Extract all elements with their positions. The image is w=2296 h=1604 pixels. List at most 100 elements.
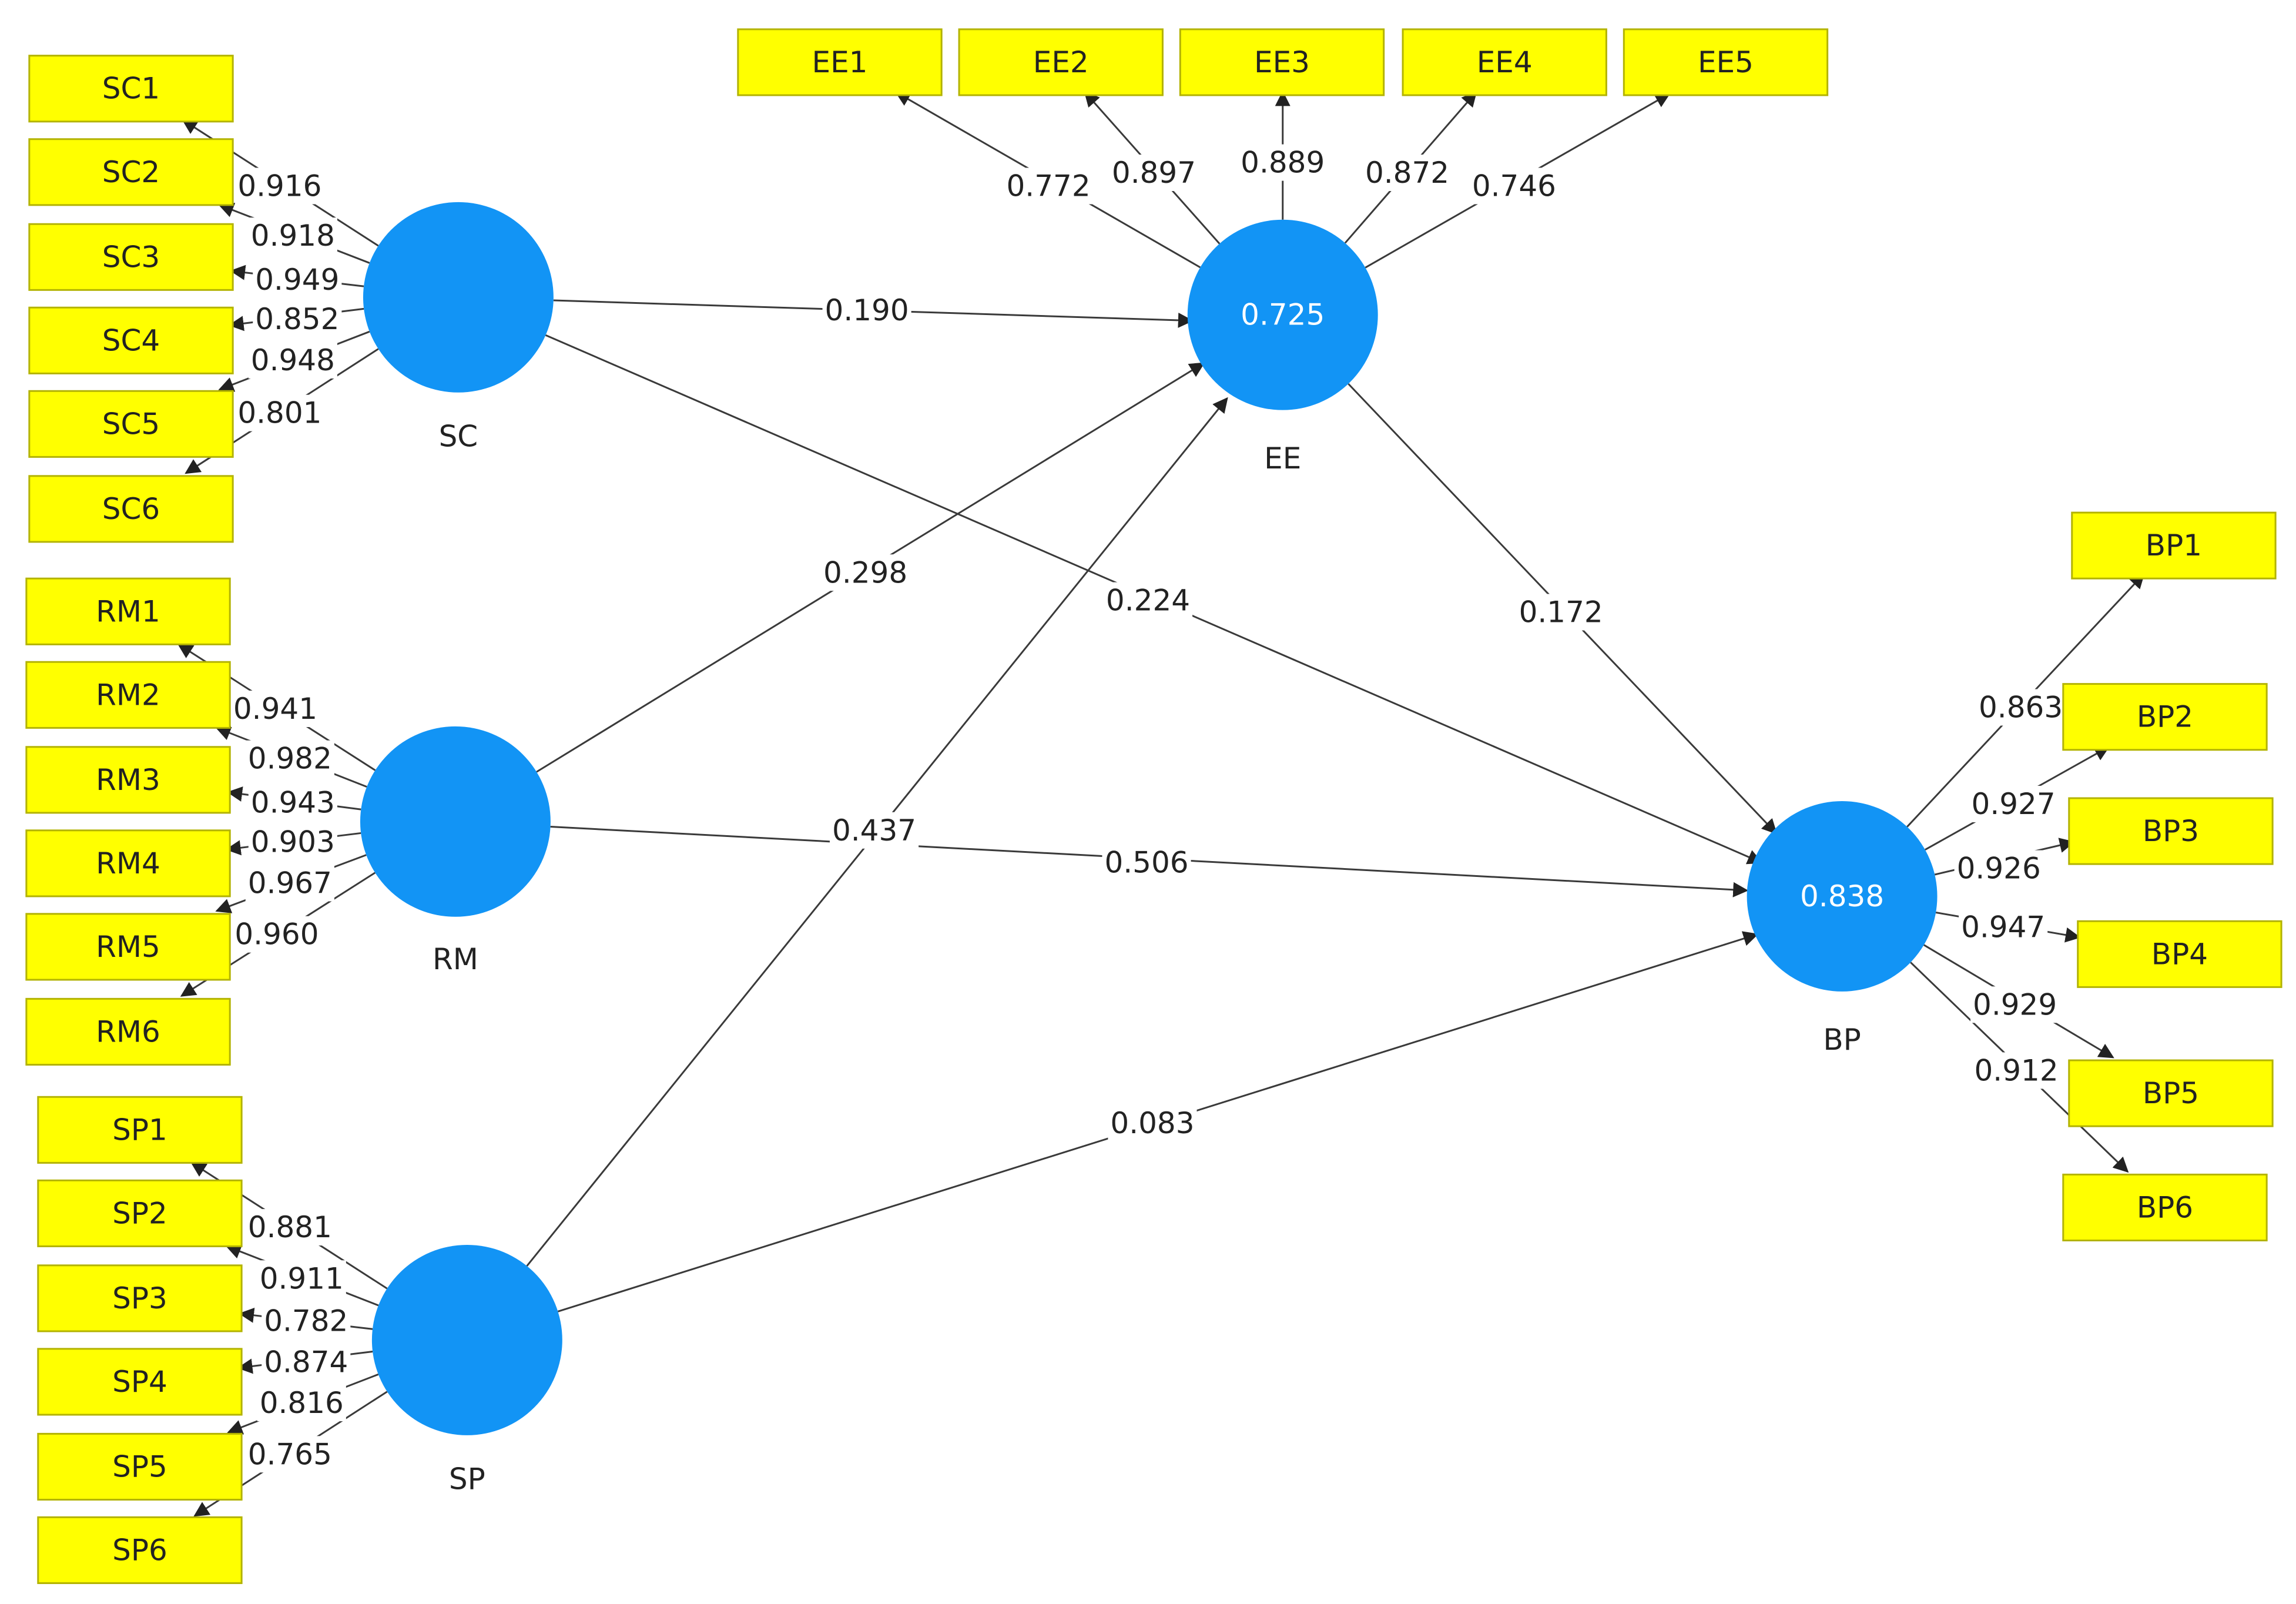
indicator-label: EE1 (812, 45, 867, 79)
indicator-label: EE2 (1033, 45, 1089, 79)
indicator-label: BP1 (2146, 528, 2202, 562)
indicator-label: SP4 (112, 1365, 167, 1399)
indicator-box (1402, 28, 1607, 96)
loading-label-ee3-background (1238, 144, 1328, 181)
indicator-sc6[interactable]: SC6 (28, 475, 234, 543)
indicator-box (28, 390, 234, 458)
indicator-box (28, 138, 234, 206)
loading-label-sp2-text: 0.911 (260, 1261, 344, 1295)
indicator-sp6[interactable]: SP6 (37, 1516, 243, 1585)
indicator-box (25, 577, 231, 645)
indicator-bp5[interactable]: BP5 (2068, 1059, 2274, 1127)
indicator-box (2062, 1173, 2268, 1241)
indicator-sp5[interactable]: SP5 (37, 1432, 243, 1501)
latent-rm[interactable]: RM (360, 726, 551, 976)
loading-label-ee3: 0.889 (1238, 144, 1328, 181)
indicator-rm5[interactable]: RM5 (25, 913, 231, 981)
loading-label-sc5: 0.948 (248, 341, 337, 379)
indicator-sp4[interactable]: SP4 (37, 1348, 243, 1416)
loading-label-bp3-text: 0.926 (1957, 852, 2041, 886)
latent-sc[interactable]: SC (363, 202, 554, 454)
loading-label-rm1-background (230, 690, 320, 727)
loading-label-bp5-text: 0.929 (1973, 987, 2057, 1022)
indicator-label: SP6 (112, 1533, 167, 1567)
indicator-label: SC4 (102, 323, 160, 357)
indicator-sc5[interactable]: SC5 (28, 390, 234, 458)
indicator-label: BP3 (2143, 814, 2199, 848)
indicator-box (37, 1432, 243, 1501)
indicator-bp4[interactable]: BP4 (2077, 920, 2282, 988)
indicator-label: EE4 (1477, 45, 1533, 79)
indicator-sc3[interactable]: SC3 (28, 223, 234, 291)
indicator-box (1623, 28, 1829, 96)
indicator-ee5[interactable]: EE5 (1623, 28, 1829, 96)
indicator-box (37, 1179, 243, 1247)
path-label-sp-bp-background (1108, 1105, 1197, 1142)
loading-label-sc2-text: 0.918 (251, 219, 335, 253)
loading-label-sc4-text: 0.852 (255, 302, 339, 336)
indicator-label: SC6 (102, 492, 160, 526)
loading-label-sp6-background (245, 1436, 334, 1473)
loading-label-bp3: 0.926 (1954, 850, 2043, 887)
indicator-ee3[interactable]: EE3 (1179, 28, 1385, 96)
indicator-sp1[interactable]: SP1 (37, 1096, 243, 1164)
indicator-sp3[interactable]: SP3 (37, 1264, 243, 1332)
indicator-box (28, 55, 234, 123)
indicator-ee1[interactable]: EE1 (737, 28, 943, 96)
indicator-sc4[interactable]: SC4 (28, 306, 234, 374)
indicator-sc1[interactable]: SC1 (28, 55, 234, 123)
indicator-bp3[interactable]: BP3 (2068, 797, 2274, 865)
loading-label-sp5-text: 0.816 (260, 1386, 344, 1420)
latent-label: SP (449, 1462, 485, 1496)
indicator-ee4[interactable]: EE4 (1402, 28, 1607, 96)
loading-label-bp4-background (1959, 909, 2048, 946)
loading-label-sc1-text: 0.916 (237, 169, 321, 203)
path-label-rm-ee-text: 0.298 (823, 555, 907, 590)
indicator-label: BP4 (2151, 937, 2208, 971)
path-label-sp-ee: 0.437 (829, 812, 919, 849)
indicator-bp1[interactable]: BP1 (2071, 511, 2277, 580)
loading-label-bp2: 0.927 (1969, 785, 2058, 822)
loading-label-bp6-text: 0.912 (1975, 1053, 2059, 1087)
loading-label-sp1-text: 0.881 (248, 1210, 332, 1244)
latent-sp[interactable]: SP (371, 1244, 562, 1496)
indicator-rm4[interactable]: RM4 (25, 829, 231, 898)
indicator-label: RM1 (96, 594, 160, 628)
indicator-rm6[interactable]: RM6 (25, 997, 231, 1066)
loading-label-rm5-text: 0.967 (248, 866, 332, 900)
loading-label-sp4-background (262, 1344, 351, 1381)
loading-label-sc6-background (235, 394, 324, 431)
indicator-box (25, 913, 231, 981)
loading-label-sc2-background (248, 217, 337, 255)
indicator-box (2068, 1059, 2274, 1127)
indicator-rm2[interactable]: RM2 (25, 661, 231, 729)
indicator-rm1[interactable]: RM1 (25, 577, 231, 645)
path-label-ee-bp-background (1516, 594, 1605, 631)
latent-r-squared: 0.725 (1241, 298, 1325, 332)
indicator-rm3[interactable]: RM3 (25, 746, 231, 814)
path-label-sc-bp: 0.224 (1103, 582, 1193, 619)
loading-label-rm2-text: 0.982 (248, 742, 332, 776)
indicator-sp2[interactable]: SP2 (37, 1179, 243, 1247)
loading-label-sc1: 0.916 (235, 168, 324, 205)
latent-circle (360, 726, 551, 917)
loading-label-sp1-background (245, 1209, 334, 1246)
loading-label-sc5-background (248, 341, 337, 379)
latent-label: RM (433, 942, 478, 976)
indicator-bp2[interactable]: BP2 (2062, 683, 2268, 751)
loading-label-ee1: 0.772 (1004, 168, 1093, 205)
indicator-label: EE5 (1698, 45, 1754, 79)
path-label-rm-bp-background (1102, 844, 1191, 881)
path-label-rm-ee-background (821, 554, 910, 591)
loading-label-sc3-text: 0.949 (255, 263, 339, 297)
indicator-bp6[interactable]: BP6 (2062, 1173, 2268, 1241)
indicator-ee2[interactable]: EE2 (958, 28, 1164, 96)
indicator-sc2[interactable]: SC2 (28, 138, 234, 206)
loading-label-ee4-text: 0.872 (1365, 156, 1449, 190)
loading-label-rm5-background (245, 865, 334, 902)
indicator-box (25, 829, 231, 898)
